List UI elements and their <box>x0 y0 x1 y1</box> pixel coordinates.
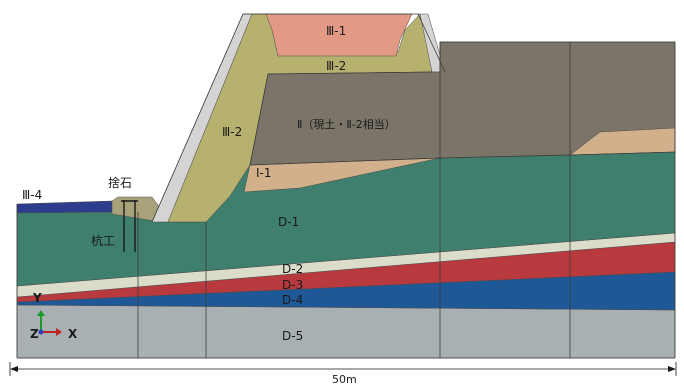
label-d-1: D-1 <box>278 215 299 229</box>
label-i-1: Ⅰ-1 <box>256 166 272 180</box>
x-arrow-head-icon <box>56 328 62 336</box>
label-iii-2-top: Ⅲ-2 <box>326 59 346 73</box>
outline-crest-right <box>439 41 675 72</box>
label-iii-4: Ⅲ-4 <box>22 188 42 202</box>
layer-iii4 <box>16 200 113 214</box>
axis-z-label: Z <box>30 327 39 341</box>
dimension-label: 50m <box>332 373 357 386</box>
z-axis-dot <box>38 329 44 335</box>
axis-x-label: X <box>68 327 78 341</box>
label-d-2: D-2 <box>282 262 303 276</box>
label-d-3: D-3 <box>282 278 303 292</box>
axis-y-label: Y <box>32 291 42 305</box>
dimension-arrow-left-icon <box>10 366 18 372</box>
y-arrow-head-icon <box>37 310 45 316</box>
label-d-4: D-4 <box>282 293 303 307</box>
label-ii: Ⅱ（現土・Ⅱ-2相当） <box>297 117 396 131</box>
outline-ii-bottom <box>249 151 676 166</box>
layer-d5 <box>16 304 676 359</box>
outline-embankment <box>151 13 446 223</box>
label-piles: 杭工 <box>91 233 115 248</box>
dimension-arrow-right-icon <box>668 366 676 372</box>
label-iii-1: Ⅲ-1 <box>326 24 346 38</box>
axis-triad: Y Z X <box>30 291 78 341</box>
label-iii-2-left: Ⅲ-2 <box>222 125 242 139</box>
outline-iii2-inner <box>249 71 433 166</box>
label-rubble: 捨石 <box>108 175 132 190</box>
dimension-line: 50m <box>9 362 677 386</box>
label-d-5: D-5 <box>282 329 303 343</box>
